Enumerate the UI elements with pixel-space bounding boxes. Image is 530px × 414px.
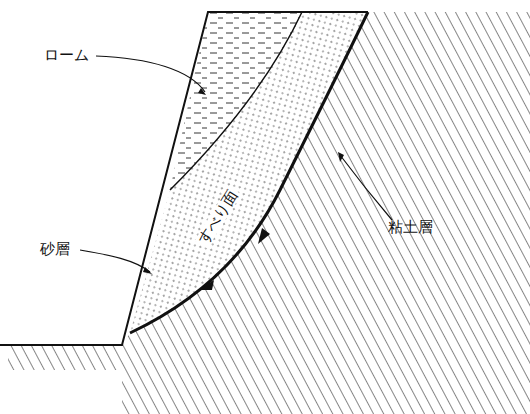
loam-label: ローム [44, 48, 89, 63]
clay-label: 粘土層 [388, 220, 433, 235]
loam-layer [170, 12, 302, 190]
sand-label: 砂層 [40, 242, 70, 257]
slip-surface [130, 12, 368, 333]
clay-layer [0, 12, 530, 414]
